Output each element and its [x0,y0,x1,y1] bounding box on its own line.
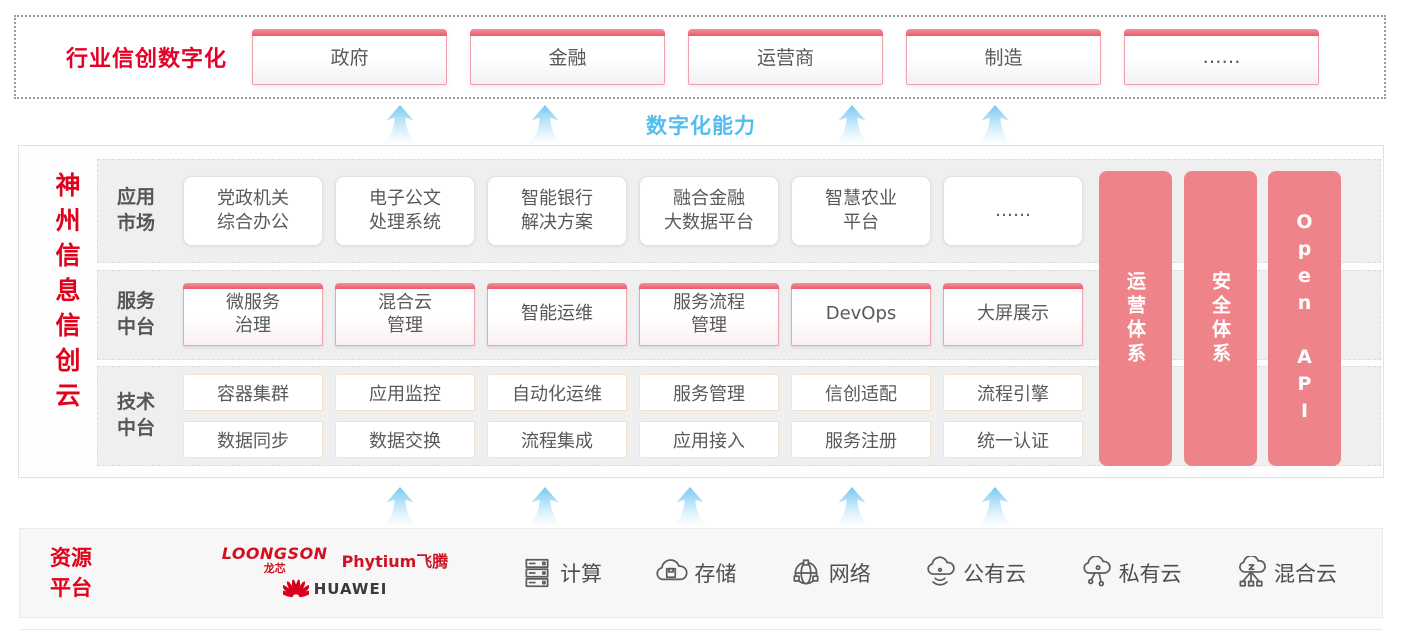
compute-icon [525,558,549,588]
service-item: DevOps [791,282,931,346]
up-arrow-icon [832,487,872,527]
tech-items: 容器集群 应用监控 自动化运维 服务管理 信创适配 流程引擎 数据同步 数据交换… [183,374,1083,458]
phytium-logo: Phytium飞腾 [341,552,449,571]
service-items: 微服务 治理 混合云 管理 智能运维 服务流程 管理 DevOps 大屏展示 [183,282,1083,346]
service-label: 服务 中台 [117,289,156,338]
tech-item: 统一认证 [943,421,1083,458]
service-item: 大屏展示 [943,282,1083,346]
public-cloud-icon [927,556,955,586]
tech-item: 应用监控 [335,374,475,411]
pillar-security-system: 安全体系 [1184,171,1257,466]
up-arrow-icon [380,105,420,145]
storage-icon [656,559,688,581]
service-item: 微服务 治理 [183,282,323,346]
up-arrow-icon [975,487,1015,527]
industry-item-more: …… [1124,28,1319,85]
app-item: 智能银行 解决方案 [487,176,627,246]
resource-items: 计算 存储 网络 [520,556,1337,590]
huawei-logo: HUAWEI [282,578,388,600]
tech-item: 信创适配 [791,374,931,411]
tech-item: 数据交换 [335,421,475,458]
tech-label: 技术 中台 [117,391,156,439]
industry-item-operator: 运营商 [688,28,883,85]
vendor-logos: LOONGSON 龙芯 Phytium飞腾 [220,546,450,600]
industry-item-finance: 金融 [470,28,665,85]
resource-item-public-cloud: 公有云 [923,556,1026,590]
platform-title: 神州信息信创云 [52,172,81,417]
app-item: 电子公文 处理系统 [335,176,475,246]
industry-band: 行业信创数字化 政府 金融 运营商 制造 …… [14,15,1386,99]
industry-item-government: 政府 [252,28,447,85]
loongson-logo: LOONGSON 龙芯 [221,544,328,575]
service-item: 智能运维 [487,282,627,346]
bottom-divider [20,629,1382,630]
tech-item: 流程集成 [487,421,627,458]
tech-item: 服务管理 [639,374,779,411]
up-arrow-icon [525,487,565,527]
tech-item: 应用接入 [639,421,779,458]
up-arrow-icon [380,487,420,527]
app-item: 智慧农业 平台 [791,176,931,246]
pillar-open-api: Open API [1268,171,1341,466]
app-item: 党政机关 综合办公 [183,176,323,246]
resource-item-network: 网络 [789,556,871,590]
industry-list: 政府 金融 运营商 制造 …… [252,28,1319,85]
tech-item: 数据同步 [183,421,323,458]
resource-platform-label: 资源 平台 [50,545,92,600]
app-market-items: 党政机关 综合办公 电子公文 处理系统 智能银行 解决方案 融合金融 大数据平台… [183,176,1083,246]
resource-platform-band: 资源 平台 LOONGSON 龙芯 Phytium飞腾 [19,528,1383,618]
private-cloud-icon [1082,556,1111,587]
capability-label: 数字化能力 [646,114,756,138]
resource-item-compute: 计算 [520,556,602,590]
resource-item-storage: 存储 [654,556,736,590]
huawei-flower-icon [282,579,309,598]
pillar-operation-system: 运营体系 [1099,171,1172,466]
resource-item-private-cloud: 私有云 [1079,556,1182,590]
up-arrow-icon [670,487,710,527]
tech-item: 流程引擎 [943,374,1083,411]
service-item: 混合云 管理 [335,282,475,346]
tech-item: 容器集群 [183,374,323,411]
up-arrow-icon [975,105,1015,145]
app-market-label: 应用 市场 [117,186,156,234]
tech-item: 自动化运维 [487,374,627,411]
network-icon [793,559,819,585]
resource-item-hybrid-cloud: 混合云 [1234,556,1337,590]
hybrid-cloud-icon [1239,556,1266,587]
up-arrow-icon [832,105,872,145]
app-item: 融合金融 大数据平台 [639,176,779,246]
cloud-platform-panel: 神州信息信创云 应用 市场 党政机关 综合办公 电子公文 处理系统 智能银行 解… [18,145,1384,478]
tech-item: 服务注册 [791,421,931,458]
industry-item-manufacturing: 制造 [906,28,1101,85]
app-item-more: …… [943,176,1083,246]
up-arrow-icon [525,105,565,145]
industry-band-title: 行业信创数字化 [66,47,228,72]
service-item: 服务流程 管理 [639,282,779,346]
